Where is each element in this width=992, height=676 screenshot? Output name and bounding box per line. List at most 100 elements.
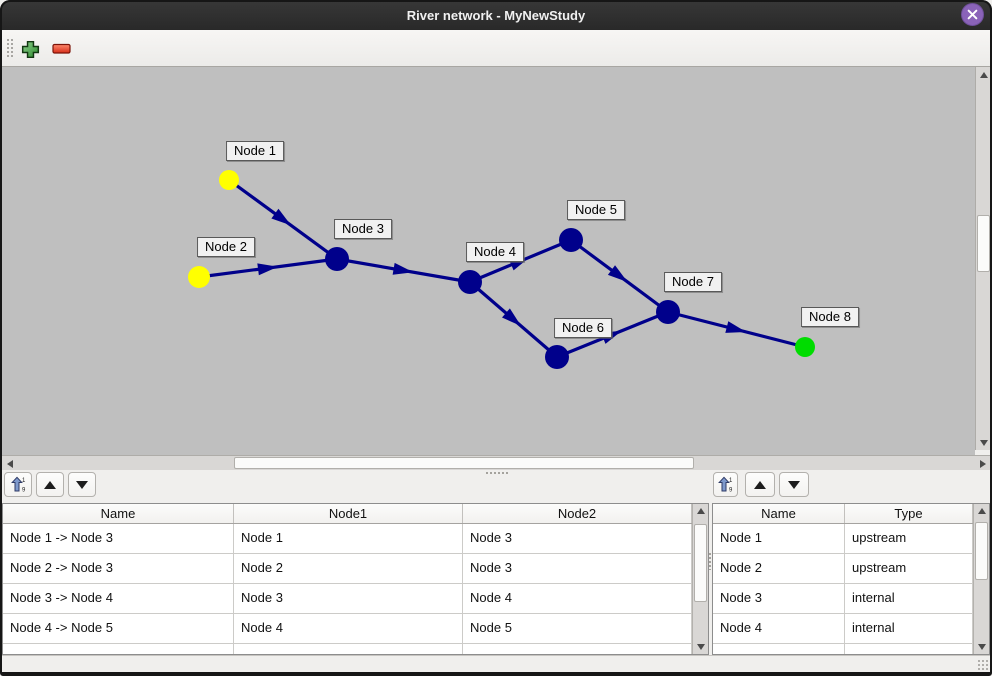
- close-icon: [967, 9, 978, 20]
- river-network-canvas[interactable]: Node 1 Node 2 Node 3 Node 4 Node 5 Node 6 Node…: [0, 67, 975, 455]
- triangle-down-icon: [76, 480, 88, 489]
- nodes-move-down-button[interactable]: [779, 472, 809, 497]
- scroll-down-button[interactable]: [976, 435, 991, 450]
- table-cell: Node 3: [463, 554, 692, 583]
- links-move-up-button[interactable]: [36, 472, 64, 497]
- column-header-type[interactable]: Type: [845, 504, 973, 523]
- river-node[interactable]: [458, 270, 482, 294]
- river-node[interactable]: [656, 300, 680, 324]
- remove-node-button[interactable]: [50, 37, 74, 61]
- nodes-sort-button[interactable]: 1 9: [713, 472, 738, 497]
- horizontal-scroll-thumb[interactable]: [234, 457, 694, 469]
- sort-ascending-icon: 1 9: [10, 476, 26, 493]
- vertical-scroll-thumb[interactable]: [977, 215, 990, 272]
- flow-arrow-icon: [607, 265, 628, 282]
- panel-splitter-handle[interactable]: [708, 552, 713, 570]
- svg-text:1: 1: [22, 478, 26, 484]
- table-cell: Node 4: [234, 614, 463, 643]
- node-label[interactable]: Node 3: [334, 219, 392, 239]
- node-label[interactable]: Node 6: [554, 318, 612, 338]
- titlebar[interactable]: River network - MyNewStudy: [0, 0, 992, 30]
- resize-grip[interactable]: [977, 659, 988, 670]
- column-header-name[interactable]: Name: [3, 504, 234, 523]
- node-label[interactable]: Node 8: [801, 307, 859, 327]
- scroll-thumb[interactable]: [694, 524, 707, 602]
- window-title: River network - MyNewStudy: [406, 7, 586, 23]
- table-cell: Node 4: [463, 584, 692, 613]
- links-sort-button[interactable]: 1 9: [4, 472, 32, 497]
- node-label[interactable]: Node 7: [664, 272, 722, 292]
- scroll-down-button[interactable]: [693, 640, 708, 654]
- river-node[interactable]: [559, 228, 583, 252]
- table-cell: [463, 644, 692, 654]
- scroll-up-button[interactable]: [693, 504, 708, 518]
- node-label[interactable]: Node 2: [197, 237, 255, 257]
- table-cell: Node 3: [234, 584, 463, 613]
- river-node[interactable]: [325, 247, 349, 271]
- table-row[interactable]: [713, 644, 989, 654]
- table-cell: Node 5: [463, 614, 692, 643]
- table-cell: Node 3: [463, 524, 692, 553]
- table-cell: Node 1: [234, 524, 463, 553]
- river-node[interactable]: [795, 337, 815, 357]
- nodes-move-up-button[interactable]: [745, 472, 775, 497]
- table-cell: upstream: [845, 554, 973, 583]
- table-cell: upstream: [845, 524, 973, 553]
- node-label[interactable]: Node 1: [226, 141, 284, 161]
- plus-icon: [21, 40, 39, 58]
- close-button[interactable]: [961, 3, 984, 26]
- triangle-down-icon: [788, 480, 800, 489]
- links-move-down-button[interactable]: [68, 472, 96, 497]
- nodes-table-scrollbar[interactable]: [973, 504, 989, 654]
- diagram-horizontal-scrollbar[interactable]: [0, 455, 990, 470]
- table-cell: [845, 644, 973, 654]
- river-node[interactable]: [545, 345, 569, 369]
- arrow-right-icon: [979, 459, 986, 468]
- column-header-node2[interactable]: Node2: [463, 504, 692, 523]
- flow-arrow-icon: [725, 321, 747, 333]
- status-bar: [0, 655, 992, 672]
- scroll-thumb[interactable]: [975, 522, 988, 580]
- scroll-up-button[interactable]: [974, 504, 989, 518]
- main-toolbar: [0, 30, 992, 67]
- node-label[interactable]: Node 5: [567, 200, 625, 220]
- scroll-down-button[interactable]: [974, 640, 989, 654]
- node-label[interactable]: Node 4: [466, 242, 524, 262]
- arrow-down-icon: [977, 644, 986, 650]
- pane-splitter-handle[interactable]: [485, 471, 509, 475]
- table-row[interactable]: [3, 644, 708, 654]
- scroll-left-button[interactable]: [2, 457, 17, 470]
- table-cell: Node 4 -> Node 5: [3, 614, 234, 643]
- toolbar-drag-handle[interactable]: [6, 38, 15, 59]
- triangle-up-icon: [44, 480, 56, 489]
- diagram-vertical-scrollbar[interactable]: [975, 67, 991, 450]
- scroll-right-button[interactable]: [975, 457, 990, 470]
- column-header-name[interactable]: Name: [713, 504, 845, 523]
- river-node[interactable]: [188, 266, 210, 288]
- links-table-scrollbar[interactable]: [692, 504, 708, 654]
- table-cell: [234, 644, 463, 654]
- scroll-up-button[interactable]: [976, 67, 991, 82]
- table-cell: Node 1: [713, 524, 845, 553]
- minus-icon: [52, 43, 71, 54]
- table-cell: Node 2: [713, 554, 845, 583]
- add-node-button[interactable]: [18, 37, 42, 61]
- river-node[interactable]: [219, 170, 239, 190]
- table-cell: Node 2: [234, 554, 463, 583]
- flow-arrow-icon: [257, 263, 278, 276]
- sort-ascending-icon: 1 9: [718, 476, 733, 493]
- table-cell: [3, 644, 234, 654]
- flow-arrow-icon: [392, 262, 414, 275]
- column-header-node1[interactable]: Node1: [234, 504, 463, 523]
